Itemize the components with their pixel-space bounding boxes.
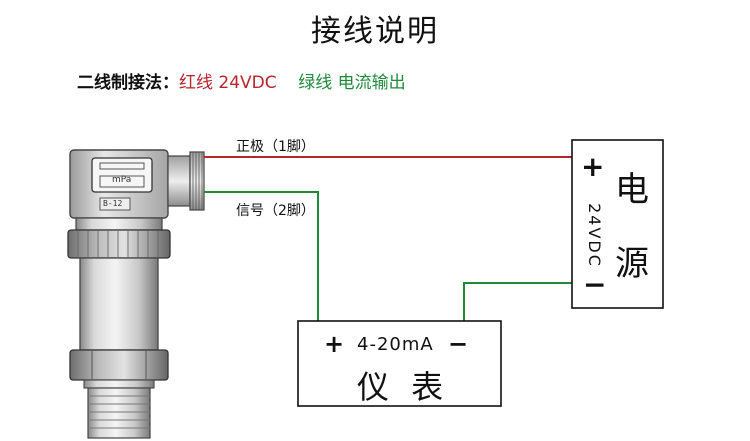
- wiring-method: 二线制接法：红线 24VDC 绿线 电流输出: [77, 68, 406, 93]
- power-char-source: 源: [615, 244, 649, 284]
- knurled-ring: [67, 229, 171, 259]
- power-minus-sign: −: [583, 268, 607, 301]
- power-voltage: 24VDC: [584, 203, 604, 268]
- wiring-method-lead: 二线制接法：: [77, 73, 179, 93]
- return-wire: [463, 282, 572, 321]
- power-plus-sign: +: [581, 150, 605, 183]
- positive-wire-label: 正极（1脚）: [236, 139, 315, 155]
- red-wire-note: 红线 24VDC: [179, 73, 277, 93]
- meter-plus-sign: +: [324, 330, 345, 358]
- green-wire-note: 绿线 电流输出: [298, 73, 406, 93]
- sensor-model-label: B-12: [103, 199, 123, 208]
- hex-nut: [69, 349, 169, 381]
- connector-label-plate: [91, 157, 153, 193]
- signal-wire: [204, 191, 319, 321]
- power-char-electric: 电: [615, 170, 649, 210]
- power-supply-box: [571, 139, 664, 309]
- page-title: 接线说明: [311, 14, 439, 49]
- sensor-unit-label: mPa: [112, 175, 132, 185]
- meter-range: 4-20mA: [357, 334, 434, 355]
- meter-box: [297, 320, 502, 407]
- signal-wire-label: 信号（2脚）: [236, 203, 315, 219]
- meter-name: 仪 表: [357, 368, 450, 406]
- cable-gland: [167, 155, 191, 207]
- meter-minus-sign: −: [448, 330, 469, 358]
- thread: [87, 387, 151, 439]
- pressure-transmitter: [67, 149, 205, 439]
- model-plate: [99, 197, 131, 211]
- sensor-body: [79, 257, 159, 351]
